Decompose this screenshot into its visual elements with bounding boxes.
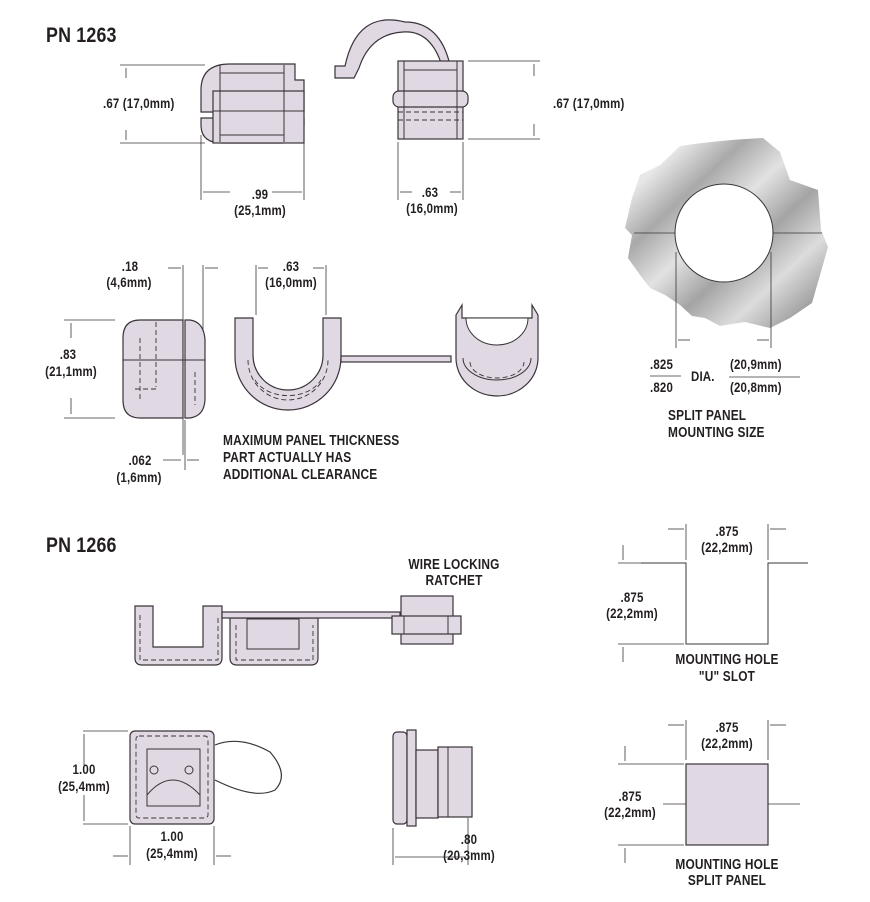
dim-cap-width-in: .63 [421,184,439,200]
pn1266-front-view [83,730,282,865]
u-slot-caption-line-1: MOUNTING HOLE [675,652,779,668]
pn1266-profile-view [392,729,473,865]
ratchet-callout-line-2: RATCHET [425,573,483,589]
u-slot-height-mm: (22,2mm) [606,605,658,621]
dim-opening-in: .63 [282,258,300,274]
split-caption-line-1: MOUNTING HOLE [675,857,779,873]
split-width-mm: (22,2mm) [701,735,753,751]
pn1263-side-view [200,19,451,144]
pn1263-cap-view [392,60,469,140]
dim-cap-width-mm: (16,0mm) [406,200,458,216]
mounting-caption-line-2: MOUNTING SIZE [668,425,765,441]
dia-label: DIA. [691,368,715,384]
dim-end-height-in: .83 [59,346,77,362]
split-width-in: .875 [715,719,739,735]
section-title-pn1266: PN 1266 [46,534,117,557]
dim-depth-in: .80 [460,831,478,847]
panel-note-line-2: PART ACTUALLY HAS [223,450,352,466]
split-panel-square [618,720,800,863]
dim-thickness-mm: (4,6mm) [106,274,152,290]
dim-side-width-mm: (25,1mm) [234,202,286,218]
u-slot-width-in: .875 [715,523,739,539]
dim-opening-mm: (16,0mm) [265,274,317,290]
side-body-core [212,90,305,144]
u-slot-height-in: .875 [620,589,644,605]
dim-end-height-mm: (21,1mm) [45,363,97,379]
u-slot-drawing [618,524,808,662]
mounting-caption-line-1: SPLIT PANEL [668,408,747,424]
dim-cap-height: .67 (17,0mm) [553,95,625,111]
pn1263-end-view [64,265,218,470]
dia-min-mm: (20,8mm) [730,379,782,395]
dim-panel-in: .062 [128,452,152,468]
dim-panel-mm: (1,6mm) [116,469,162,485]
panel-note-line-3: ADDITIONAL CLEARANCE [223,467,378,483]
split-caption-line-2: SPLIT PANEL [687,873,767,889]
ratchet-callout-line-1: WIRE LOCKING [408,557,500,573]
dia-max-in: .825 [650,356,674,372]
dim-thickness-in: .18 [121,258,139,274]
dim-depth-mm: (20,3mm) [443,847,495,863]
dim-side-height: .67 (17,0mm) [103,95,175,111]
pn1266-side-view [134,595,462,666]
dim-front-height-in: 1.00 [72,761,96,777]
panel-note-line-1: MAXIMUM PANEL THICKNESS [223,433,400,449]
dia-max-mm: (20,9mm) [730,356,782,372]
dim-side-width-in: .99 [251,186,269,202]
dim-front-height-mm: (25,4mm) [58,778,110,794]
dim-front-width-in: 1.00 [160,828,184,844]
section-title-pn1263: PN 1263 [46,24,117,47]
pn1263-dimensions [120,60,540,200]
split-panel-metal [625,138,828,378]
dia-min-in: .820 [650,379,674,395]
u-slot-width-mm: (22,2mm) [701,539,753,555]
split-height-mm: (22,2mm) [604,804,656,820]
u-slot-caption-line-2: "U" SLOT [698,669,756,685]
dim-front-width-mm: (25,4mm) [146,845,198,861]
pn1263-open-view [234,265,539,411]
split-height-in: .875 [618,788,642,804]
